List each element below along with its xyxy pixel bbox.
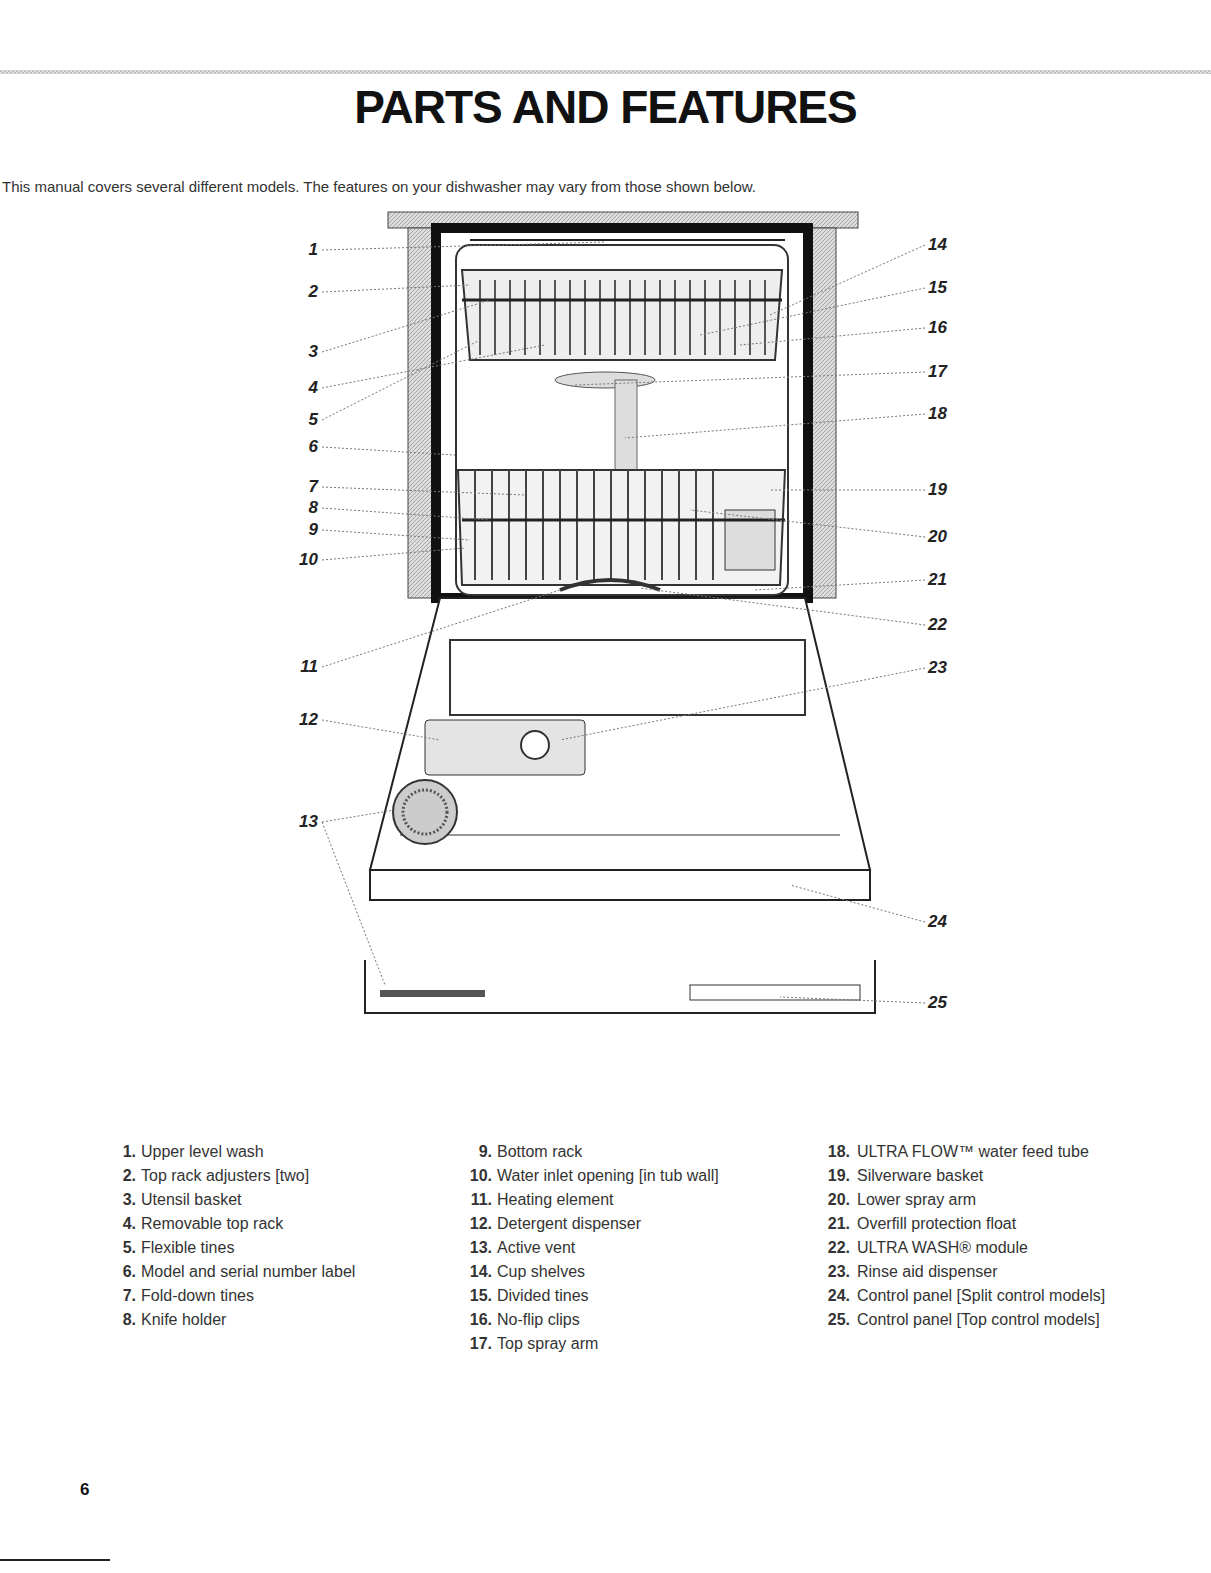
- callout-number: 16: [928, 318, 947, 338]
- intro-text: This manual covers several different mod…: [2, 178, 756, 195]
- part-name: Water inlet opening [in tub wall]: [497, 1167, 719, 1185]
- list-number: 6.: [96, 1263, 136, 1281]
- part-name: Flexible tines: [141, 1239, 234, 1257]
- callout-number: 9: [278, 520, 318, 540]
- callout-number: 21: [928, 570, 947, 590]
- callout-number: 1: [278, 240, 318, 260]
- list-number: 9.: [452, 1143, 492, 1161]
- list-number: 2.: [96, 1167, 136, 1185]
- part-name: Bottom rack: [497, 1143, 582, 1161]
- part-name: No-flip clips: [497, 1311, 580, 1329]
- callout-number: 6: [278, 437, 318, 457]
- part-name: ULTRA WASH® module: [857, 1239, 1028, 1257]
- callout-number: 11: [278, 657, 318, 677]
- callout-number: 3: [278, 342, 318, 362]
- callout-number: 4: [278, 378, 318, 398]
- part-name: Cup shelves: [497, 1263, 585, 1281]
- list-number: 21.: [810, 1215, 850, 1233]
- list-number: 13.: [452, 1239, 492, 1257]
- list-number: 15.: [452, 1287, 492, 1305]
- part-name: Top rack adjusters [two]: [141, 1167, 309, 1185]
- callout-number: 10: [278, 550, 318, 570]
- part-name: Divided tines: [497, 1287, 589, 1305]
- list-number: 19.: [810, 1167, 850, 1185]
- part-name: Removable top rack: [141, 1215, 283, 1233]
- callout-number: 18: [928, 404, 947, 424]
- part-name: ULTRA FLOW™ water feed tube: [857, 1143, 1089, 1161]
- callout-number: 5: [278, 410, 318, 430]
- callout-number: 25: [928, 993, 947, 1013]
- part-name: Upper level wash: [141, 1143, 264, 1161]
- list-number: 14.: [452, 1263, 492, 1281]
- list-number: 7.: [96, 1287, 136, 1305]
- callout-number: 23: [928, 658, 947, 678]
- list-number: 24.: [810, 1287, 850, 1305]
- list-number: 1.: [96, 1143, 136, 1161]
- part-name: Knife holder: [141, 1311, 226, 1329]
- page-number: 6: [80, 1480, 89, 1500]
- list-number: 11.: [452, 1191, 492, 1209]
- list-number: 20.: [810, 1191, 850, 1209]
- list-number: 3.: [96, 1191, 136, 1209]
- list-number: 5.: [96, 1239, 136, 1257]
- part-name: Heating element: [497, 1191, 614, 1209]
- list-number: 18.: [810, 1143, 850, 1161]
- list-number: 17.: [452, 1335, 492, 1353]
- callout-number: 24: [928, 912, 947, 932]
- list-number: 12.: [452, 1215, 492, 1233]
- list-number: 22.: [810, 1239, 850, 1257]
- part-name: Top spray arm: [497, 1335, 598, 1353]
- callout-number: 22: [928, 615, 947, 635]
- part-name: Active vent: [497, 1239, 575, 1257]
- callout-number: 13: [278, 812, 318, 832]
- part-name: Overfill protection float: [857, 1215, 1016, 1233]
- part-name: Control panel [Split control models]: [857, 1287, 1105, 1305]
- callout-number: 19: [928, 480, 947, 500]
- part-name: Model and serial number label: [141, 1263, 355, 1281]
- callout-number: 20: [928, 527, 947, 547]
- callout-number: 7: [278, 477, 318, 497]
- list-number: 8.: [96, 1311, 136, 1329]
- list-number: 23.: [810, 1263, 850, 1281]
- part-name: Utensil basket: [141, 1191, 242, 1209]
- callout-number: 12: [278, 710, 318, 730]
- callout-number: 15: [928, 278, 947, 298]
- part-name: Control panel [Top control models]: [857, 1311, 1100, 1329]
- part-name: Detergent dispenser: [497, 1215, 641, 1233]
- callout-number: 17: [928, 362, 947, 382]
- list-number: 16.: [452, 1311, 492, 1329]
- list-number: 25.: [810, 1311, 850, 1329]
- list-number: 10.: [452, 1167, 492, 1185]
- callout-number: 2: [278, 282, 318, 302]
- part-name: Fold-down tines: [141, 1287, 254, 1305]
- callout-number: 8: [278, 498, 318, 518]
- part-name: Silverware basket: [857, 1167, 983, 1185]
- callout-number: 14: [928, 235, 947, 255]
- part-name: Lower spray arm: [857, 1191, 976, 1209]
- page-title: PARTS AND FEATURES: [0, 80, 1211, 134]
- list-number: 4.: [96, 1215, 136, 1233]
- part-name: Rinse aid dispenser: [857, 1263, 998, 1281]
